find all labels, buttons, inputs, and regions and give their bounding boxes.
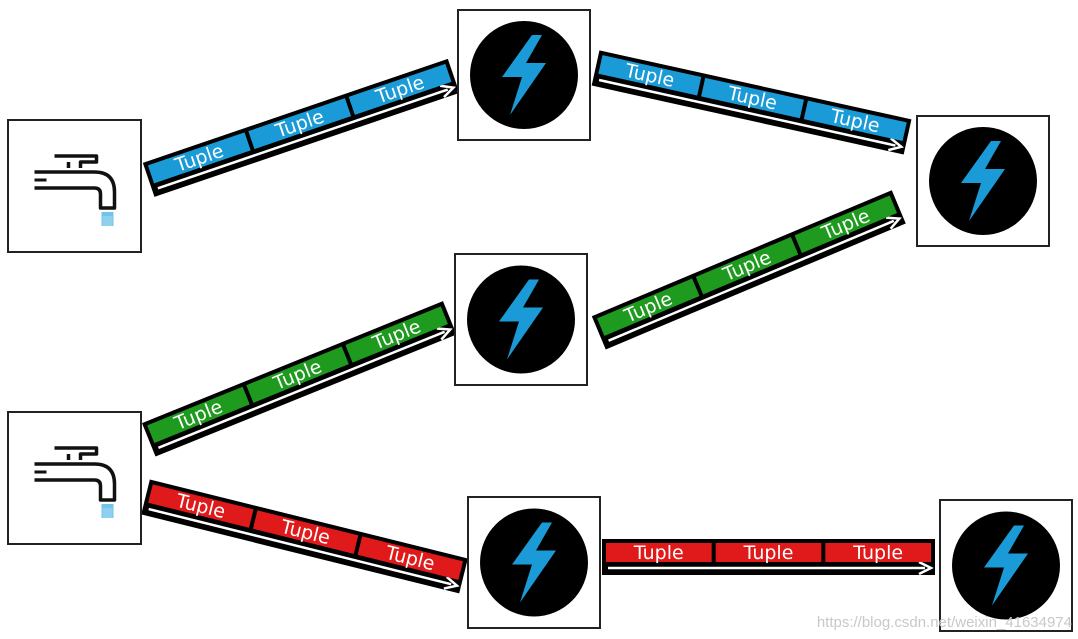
- tuple-segment: [248, 98, 352, 150]
- stream-bolt4-bolt5: Tuple Tuple Tuple: [602, 539, 935, 576]
- stream-arrow-line: [157, 88, 449, 190]
- arrow-head-icon: [887, 137, 905, 152]
- tuple-segment: [357, 536, 464, 580]
- tuple-label: Tuple: [633, 542, 684, 564]
- arrow-head-icon: [885, 216, 902, 230]
- tuple-segment: [715, 543, 822, 562]
- stream-arrow-line: [148, 507, 452, 586]
- arrow-head-icon: [918, 560, 934, 576]
- arrow-head-icon: [443, 575, 460, 590]
- lightning-bolt-icon: [480, 508, 588, 617]
- tuple-segment: [147, 132, 251, 184]
- tuple-segment: [345, 306, 448, 363]
- tuple-segment: [598, 55, 702, 96]
- arrow-head-icon: [439, 84, 457, 99]
- arrow-head-icon: [436, 327, 453, 341]
- stream-arrow-line: [157, 330, 446, 449]
- stream-arrow-line: [598, 78, 896, 147]
- node-box: [7, 119, 142, 253]
- tuple-segment: [148, 484, 254, 528]
- lightning-bolt-icon: [467, 265, 575, 374]
- tuple-segment: [147, 386, 250, 443]
- bolt-node-bolt-3: [454, 253, 588, 386]
- tuple-segment: [825, 543, 931, 562]
- bolt-node-bolt-1: [457, 9, 591, 141]
- tuple-label: Tuple: [743, 542, 794, 564]
- stream-arrow-line: [608, 219, 895, 342]
- tuple-segment: [597, 278, 700, 336]
- tuple-segment: [252, 510, 359, 554]
- tuple-segment: [695, 236, 799, 295]
- node-box: [7, 411, 142, 545]
- lightning-bolt-icon: [952, 511, 1060, 620]
- spout-node-spout-2: [7, 411, 142, 545]
- watermark-text: https://blog.csdn.net/weixin_41634974: [816, 614, 1072, 631]
- tuple-segment: [794, 195, 898, 253]
- spout-node-spout-1: [7, 119, 142, 253]
- tuple-segment: [606, 543, 712, 562]
- bolt-node-bolt-5: [939, 499, 1073, 632]
- bolt-node-bolt-4: [467, 496, 601, 629]
- tuple-segment: [246, 346, 349, 403]
- bolt-node-bolt-2: [916, 115, 1050, 247]
- tuple-segment: [348, 63, 452, 115]
- tuple-label: Tuple: [852, 542, 903, 564]
- lightning-bolt-icon: [470, 21, 578, 129]
- nodes-layer: [7, 9, 1073, 632]
- tuple-segment: [701, 77, 804, 119]
- lightning-bolt-icon: [929, 127, 1037, 235]
- tuple-segment: [803, 100, 907, 141]
